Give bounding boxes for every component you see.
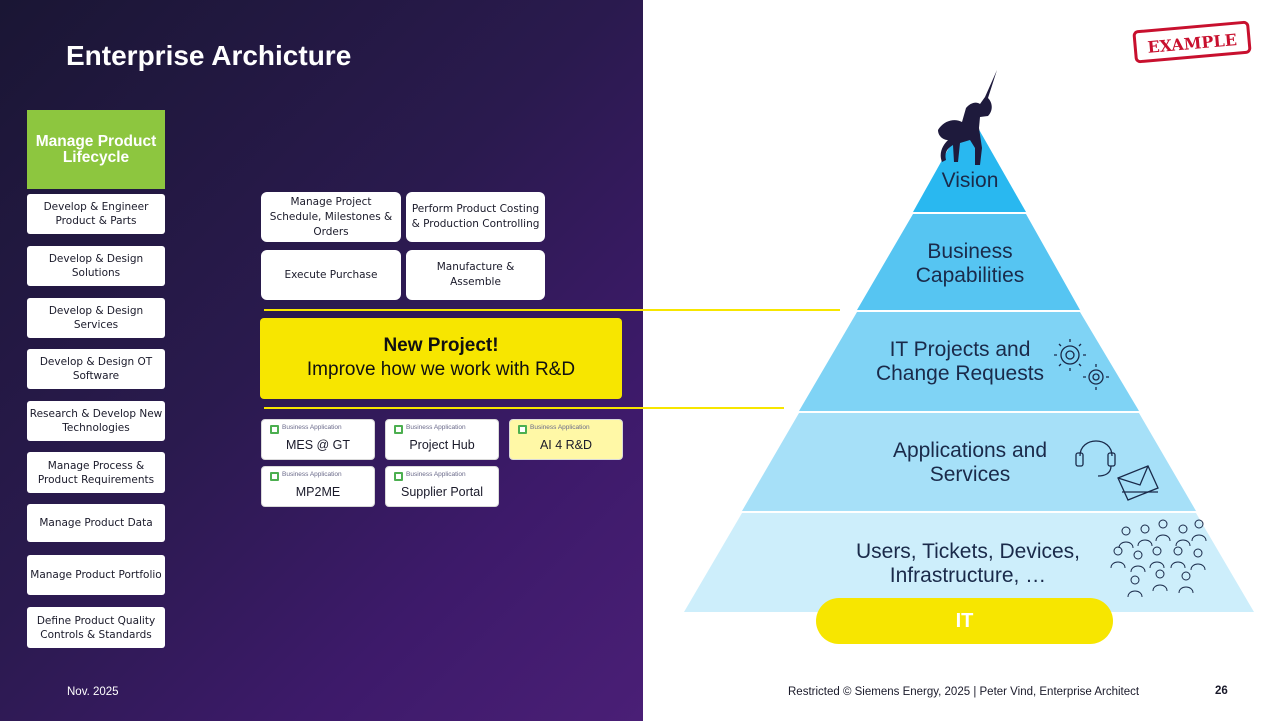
app-name: Project Hub xyxy=(409,438,475,452)
app-icon xyxy=(270,472,279,481)
capability-item-label: Manage Product Portfolio xyxy=(30,569,162,581)
connector-line-top xyxy=(264,309,840,311)
capability-item[interactable]: Develop & Engineer Product & Parts xyxy=(27,194,165,234)
capability-item-label: Manage Product Data xyxy=(39,517,153,529)
capability-header: Manage Product Lifecycle xyxy=(27,110,165,189)
sub-capability-label: Manufacture & Assemble xyxy=(436,261,515,288)
app-card[interactable]: Business Application Project Hub xyxy=(385,419,499,460)
pyramid-tier-users[interactable] xyxy=(684,513,1254,612)
capability-item-label: Develop & Engineer Product & Parts xyxy=(43,201,149,227)
support-contact-icon xyxy=(1075,440,1159,501)
sub-capability-label: Manage Project Schedule, Milestones & Or… xyxy=(269,195,393,238)
app-name: MES @ GT xyxy=(285,438,351,452)
sub-capability-label: Perform Product Costing & Production Con… xyxy=(411,203,540,230)
sub-capability[interactable]: Manage Project Schedule, Milestones & Or… xyxy=(261,192,401,242)
app-card[interactable]: Business Application Supplier Portal xyxy=(385,466,499,507)
capability-item-label: Develop & Design Services xyxy=(48,305,144,331)
pyramid-label-it-projects: IT Projects and Change Requests xyxy=(875,338,1045,385)
pyramid-tier-business-capabilities[interactable] xyxy=(857,214,1080,310)
capability-item-label: Manage Process & Product Requirements xyxy=(37,459,155,486)
capability-item[interactable]: Manage Product Portfolio xyxy=(27,555,165,595)
new-project-callout[interactable]: New Project! Improve how we work with R&… xyxy=(260,318,622,399)
capability-item-label: Define Product Quality Controls & Standa… xyxy=(36,614,156,641)
it-base-badge: IT xyxy=(816,598,1113,644)
capability-item[interactable]: Research & Develop New Technologies xyxy=(27,401,165,441)
slide-title: Enterprise Archicture xyxy=(66,40,352,71)
app-icon xyxy=(394,425,403,434)
sub-capability[interactable]: Perform Product Costing & Production Con… xyxy=(406,192,545,242)
new-project-title: New Project! xyxy=(383,335,499,356)
app-icon xyxy=(518,425,527,434)
app-type-label: Business Application xyxy=(406,424,466,431)
page-number: 26 xyxy=(1215,685,1228,697)
capability-header-label: Manage Product Lifecycle xyxy=(35,132,157,166)
pyramid-tier-it-projects[interactable] xyxy=(799,312,1139,411)
sub-capability[interactable]: Execute Purchase xyxy=(261,250,401,300)
pyramid-tier-applications[interactable] xyxy=(742,413,1196,511)
app-type-label: Business Application xyxy=(406,471,466,478)
capability-item[interactable]: Develop & Design Services xyxy=(27,298,165,338)
capability-item[interactable]: Manage Process & Product Requirements xyxy=(27,452,165,493)
app-card-highlighted[interactable]: Business Application AI 4 R&D xyxy=(509,419,623,460)
app-card[interactable]: Business Application MP2ME xyxy=(261,466,375,507)
example-stamp: EXAMPLE xyxy=(1132,20,1252,64)
pyramid-label-vision: Vision xyxy=(941,169,999,192)
app-card[interactable]: Business Application MES @ GT xyxy=(261,419,375,460)
sub-capability-label: Execute Purchase xyxy=(284,268,378,281)
capability-item-label: Develop & Design OT Software xyxy=(39,356,153,382)
capability-item[interactable]: Develop & Design OT Software xyxy=(27,349,165,389)
app-icon xyxy=(394,472,403,481)
capability-item-label: Develop & Design Solutions xyxy=(48,253,144,279)
app-type-label: Business Application xyxy=(530,424,590,431)
pyramid-tier-vision[interactable] xyxy=(913,112,1026,212)
capability-item[interactable]: Develop & Design Solutions xyxy=(27,246,165,286)
pyramid-label-applications: Applications and Services xyxy=(892,439,1048,486)
people-group-icon xyxy=(1110,519,1207,598)
pyramid-label-business-capabilities: Business Capabilities xyxy=(915,240,1025,287)
connector-line-bottom xyxy=(264,407,784,409)
unicorn-icon xyxy=(938,70,997,165)
gears-icon xyxy=(1054,339,1109,390)
sub-capability[interactable]: Manufacture & Assemble xyxy=(406,250,545,300)
app-icon xyxy=(270,425,279,434)
app-type-label: Business Application xyxy=(282,471,342,478)
footer-copyright: Restricted © Siemens Energy, 2025 | Pete… xyxy=(788,686,1140,698)
footer-date: Nov. 2025 xyxy=(67,686,119,698)
capability-item-label: Research & Develop New Technologies xyxy=(29,408,163,434)
app-type-label: Business Application xyxy=(282,424,342,431)
pyramid-label-users: Users, Tickets, Devices, Infrastructure,… xyxy=(855,540,1081,587)
app-name: Supplier Portal xyxy=(401,485,483,499)
new-project-subtitle: Improve how we work with R&D xyxy=(306,359,576,380)
app-name: MP2ME xyxy=(295,485,341,499)
capability-item[interactable]: Manage Product Data xyxy=(27,504,165,542)
app-name: AI 4 R&D xyxy=(539,438,593,452)
capability-item[interactable]: Define Product Quality Controls & Standa… xyxy=(27,607,165,648)
